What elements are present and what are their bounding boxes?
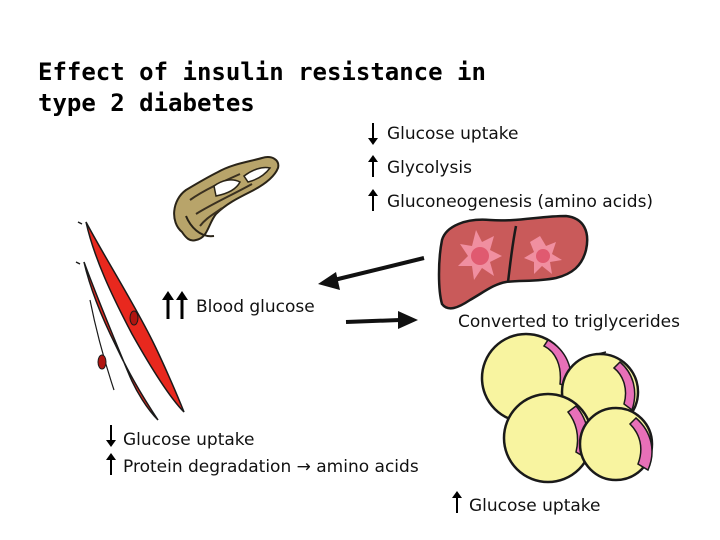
down-arrow-icon (106, 425, 116, 447)
liver-illustration (437, 214, 589, 310)
blood-to-adipose-arrow (345, 311, 418, 329)
title-line-1: Effect of insulin resistance in (38, 58, 486, 86)
pancreas-illustration (173, 156, 280, 242)
blood-glucose-label: Blood glucose (196, 297, 315, 317)
up-arrow-icon (368, 155, 378, 177)
down-arrow-icon (368, 123, 378, 145)
muscle-effect-protein-degradation: Protein degradation → amino acids (123, 457, 419, 477)
muscle-effect-glucose-uptake: Glucose uptake (123, 430, 255, 450)
title-line-2: type 2 diabetes (38, 89, 255, 117)
muscle-cells-illustration (75, 221, 185, 421)
double-up-arrow-icon (162, 291, 188, 319)
adipose-conversion-label: Converted to triglycerides (458, 312, 680, 332)
adipose-effect-glucose-uptake: Glucose uptake (469, 496, 601, 516)
liver-effect-glucose-uptake: Glucose uptake (387, 124, 519, 144)
up-arrow-icon (452, 491, 462, 513)
liver-effect-gluconeogenesis: Gluconeogenesis (amino acids) (387, 192, 654, 212)
liver-to-blood-arrow (318, 256, 425, 290)
up-arrow-icon (368, 189, 378, 211)
diagram-title: Effect of insulin resistance in type 2 d… (38, 57, 486, 119)
fat-cells-illustration (480, 332, 654, 484)
liver-effect-glycolysis: Glycolysis (387, 158, 472, 178)
up-arrow-icon (106, 453, 116, 475)
